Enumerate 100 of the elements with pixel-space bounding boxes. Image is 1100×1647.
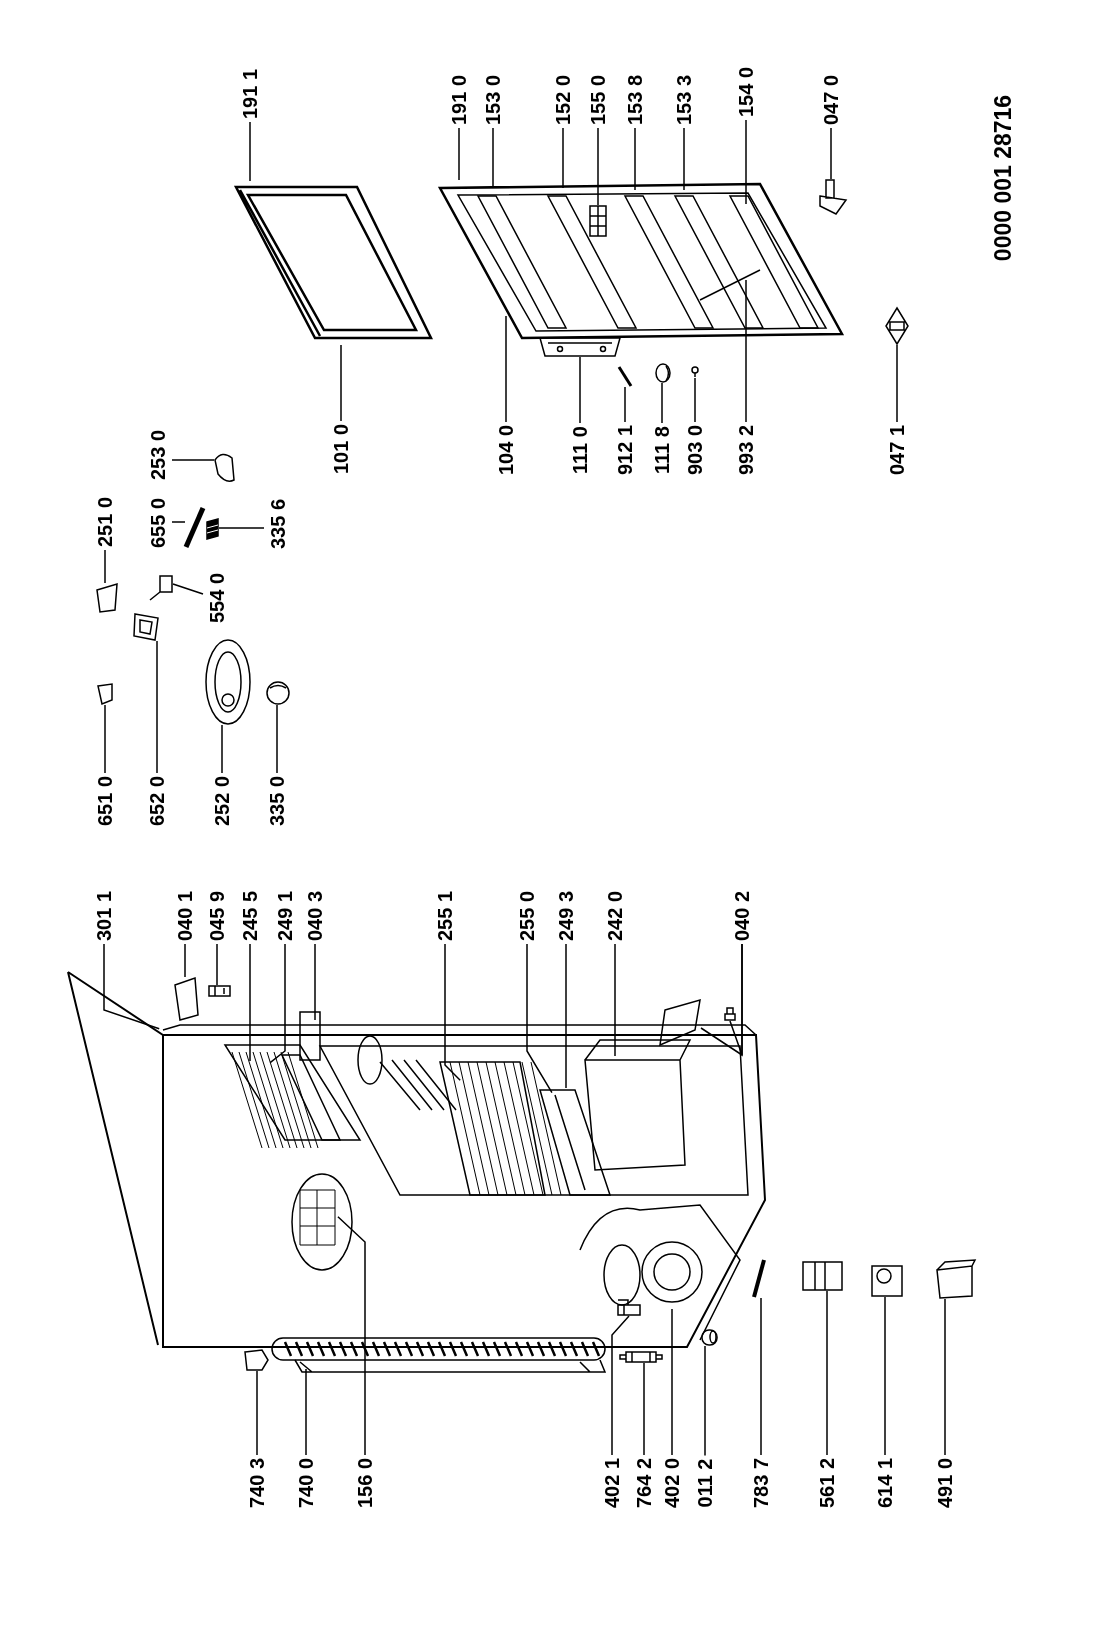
callout-number: 156 0: [354, 1457, 376, 1509]
callout-number: 045 9: [206, 890, 228, 942]
callout-number: 335 6: [267, 498, 289, 550]
leader-line: [729, 943, 743, 1056]
egg-tray-drawing: [589, 205, 607, 237]
leader-line: [444, 943, 461, 1081]
relay-drawing: [802, 1261, 843, 1291]
callout-number: 047 1: [886, 424, 908, 476]
pin-drawing: [208, 985, 231, 997]
callout-number: 783 7: [750, 1457, 772, 1509]
leader-line: [683, 127, 685, 191]
callout-number: 111 8: [651, 426, 673, 474]
callout-number: 912 1: [614, 424, 636, 476]
leader-line: [565, 943, 567, 1089]
callout-number: 740 3: [246, 1457, 268, 1509]
callout-number: 251 0: [94, 496, 116, 548]
cap-drawing: [655, 363, 671, 383]
callout-number: 903 0: [684, 424, 706, 476]
callout-number: 047 0: [820, 74, 842, 126]
callout-number: 764 2: [633, 1457, 655, 1509]
screw-drawing: [724, 1007, 736, 1021]
callout-number: 655 0: [147, 497, 169, 549]
leader-line: [745, 119, 747, 205]
callout-number: 191 1: [239, 68, 261, 120]
leader-line: [884, 1296, 886, 1456]
leader-line: [337, 1216, 366, 1456]
sleeve-drawing: [206, 518, 219, 540]
leader-line: [340, 344, 342, 422]
callout-number: 740 0: [295, 1457, 317, 1509]
callout-number: 040 1: [174, 890, 196, 942]
leader-line: [614, 943, 616, 1057]
leader-line: [104, 549, 106, 584]
callout-number: 255 1: [434, 890, 456, 942]
leader-line: [562, 127, 564, 189]
leader-line: [526, 943, 553, 1094]
callout-number: 101 0: [330, 423, 352, 475]
leader-line: [745, 279, 747, 423]
callout-number: 561 2: [816, 1457, 838, 1509]
callout-number: 402 1: [601, 1457, 623, 1509]
callout-number: 255 0: [516, 890, 538, 942]
leader-line: [830, 127, 832, 180]
hinge-drawing: [174, 976, 199, 1021]
leader-line: [634, 127, 636, 191]
callout-number: 153 0: [482, 74, 504, 126]
rod-drawing: [183, 507, 206, 548]
callout-number: 111 0: [569, 426, 591, 474]
callout-number: 153 3: [673, 74, 695, 126]
callout-number: 651 0: [94, 775, 116, 827]
leader-line: [597, 127, 599, 206]
cover-drawing: [214, 453, 235, 482]
leader-line: [611, 1315, 630, 1456]
callout-number: 491 0: [934, 1457, 956, 1509]
callout-number: 614 1: [874, 1457, 896, 1509]
callout-number: 301 1: [93, 890, 115, 942]
leader-line: [276, 704, 278, 774]
hinge-pin-drawing: [819, 179, 848, 215]
leader-line: [171, 521, 186, 523]
cover-drawing: [96, 582, 118, 613]
tube-drawing: [619, 1351, 663, 1363]
leader-line: [458, 127, 460, 181]
leader-line: [826, 1290, 828, 1456]
plug-drawing: [701, 1329, 718, 1346]
foot-drawing: [244, 1349, 269, 1371]
leader-line: [103, 943, 160, 1030]
thermostat-drawing: [133, 613, 159, 641]
callout-number: 153 8: [624, 74, 646, 126]
leader-line: [156, 640, 158, 774]
leader-line: [896, 344, 898, 423]
leader-line: [256, 1370, 258, 1456]
leader-line: [643, 1362, 645, 1456]
callout-number: 402 0: [661, 1457, 683, 1509]
callout-number: 242 0: [604, 890, 626, 942]
leader-line: [269, 943, 286, 1064]
callout-number: 249 3: [555, 890, 577, 942]
leader-line: [704, 1345, 706, 1457]
callout-number: 155 0: [587, 74, 609, 126]
hinge-plate-drawing: [539, 337, 621, 357]
callout-number: 993 2: [735, 424, 757, 476]
leader-line: [221, 724, 223, 774]
leader-line: [249, 943, 251, 1062]
callout-number: 253 0: [147, 429, 169, 481]
leader-line: [184, 943, 186, 978]
leader-line: [505, 315, 507, 423]
foot-drawing: [885, 306, 909, 346]
drawing-number: 0000 001 28716: [992, 94, 1014, 262]
leader-line: [305, 1368, 307, 1456]
leader-line: [760, 1297, 762, 1456]
leader-line: [492, 127, 494, 189]
callout-number: 252 0: [211, 775, 233, 827]
overload-protector-drawing: [871, 1265, 903, 1297]
callout-number: 335 0: [266, 775, 288, 827]
callout-number: 249 1: [274, 890, 296, 942]
knob-drawing: [266, 681, 290, 705]
leader-line: [671, 1308, 673, 1456]
callout-number: 154 0: [735, 66, 757, 118]
screw-drawing: [691, 366, 699, 378]
lamp-holder-drawing: [149, 575, 173, 601]
leader-line: [694, 377, 696, 423]
leader-line: [216, 943, 218, 986]
callout-number: 652 0: [146, 775, 168, 827]
